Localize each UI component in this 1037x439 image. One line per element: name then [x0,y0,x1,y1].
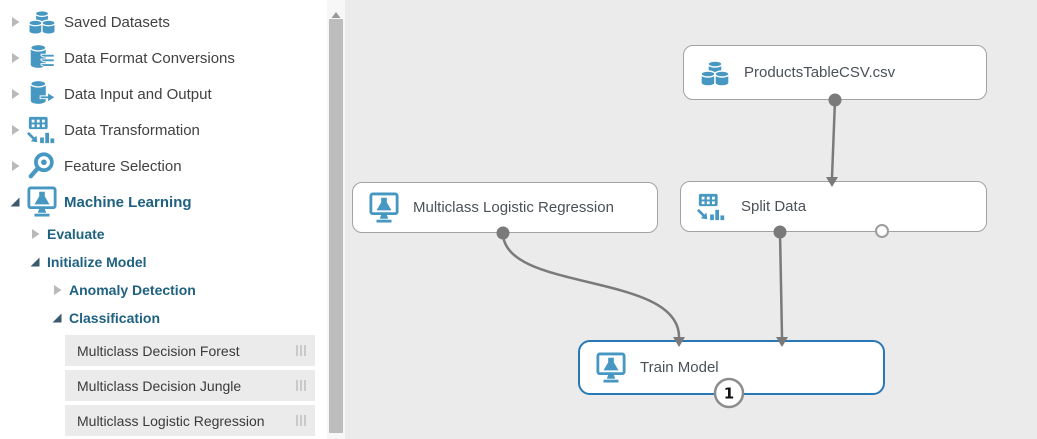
node-label: ProductsTableCSV.csv [744,64,896,81]
sidebar-item-saved-datasets[interactable]: Saved Datasets [0,4,327,40]
sidebar-item-label: Data Format Conversions [64,49,235,67]
output-port-mlr[interactable] [496,226,510,240]
chevron-expanded-icon [50,312,64,324]
data-format-conversions-icon [27,42,57,74]
chevron-right-icon [8,124,22,136]
grip-icon [294,380,306,391]
output-port-split-2[interactable] [875,224,889,238]
chevron-right-icon [50,284,64,296]
module-palette-sidebar: Saved Datasets Data Format Conversions [0,0,327,439]
output-port-dataset[interactable] [828,93,842,107]
sidebar-item-label: Data Transformation [64,121,200,139]
sidebar-item-label: Saved Datasets [64,13,170,31]
saved-datasets-icon [699,56,731,90]
sidebar-item-machine-learning[interactable]: Machine Learning [0,184,327,220]
chevron-right-icon [8,88,22,100]
sidebar-item-label: Classification [69,310,161,326]
sidebar-item-label: Machine Learning [64,193,192,211]
sidebar-scrollbar[interactable] [327,0,345,439]
module-item-multiclass-logistic-regression[interactable]: Multiclass Logistic Regression [65,405,315,436]
sidebar-item-label: Feature Selection [64,157,182,175]
scroll-up-icon[interactable] [331,6,341,24]
saved-datasets-icon [27,6,57,38]
node-train-model[interactable]: Train Model [578,340,885,395]
sidebar-item-label: Anomaly Detection [69,282,196,298]
data-input-output-icon [27,78,57,110]
data-transformation-icon [27,114,57,146]
chevron-right-icon [28,228,42,240]
machine-learning-icon [27,186,57,218]
machine-learning-icon [368,191,400,225]
node-label: Train Model [640,359,719,376]
sidebar-item-label: Evaluate [47,226,105,242]
chevron-expanded-icon [8,196,22,208]
sidebar-item-data-transformation[interactable]: Data Transformation [0,112,327,148]
edge-dataset-to-split [830,99,837,178]
chevron-right-icon [8,160,22,172]
sidebar-item-anomaly-detection[interactable]: Anomaly Detection [0,276,327,304]
module-item-multiclass-decision-jungle[interactable]: Multiclass Decision Jungle [65,370,315,401]
edge-mlr-to-train [501,232,681,338]
node-products-table-csv[interactable]: ProductsTableCSV.csv [683,45,987,100]
data-transformation-icon [696,190,728,224]
output-port-split-1[interactable] [773,225,787,239]
edge-split-to-train [778,231,784,338]
sidebar-item-evaluate[interactable]: Evaluate [0,220,327,248]
chevron-right-icon [8,16,22,28]
node-multiclass-logistic-regression[interactable]: Multiclass Logistic Regression [352,182,658,233]
module-item-multiclass-decision-forest[interactable]: Multiclass Decision Forest [65,335,315,366]
grip-icon [294,345,306,356]
experiment-canvas[interactable]: ProductsTableCSV.csv Multiclass Logistic… [345,0,1037,439]
sidebar-item-label: Initialize Model [47,254,147,270]
sidebar-item-initialize-model[interactable]: Initialize Model [0,248,327,276]
sidebar-item-data-format-conversions[interactable]: Data Format Conversions [0,40,327,76]
sidebar-item-label: Data Input and Output [64,85,212,103]
machine-learning-icon [595,351,627,385]
chevron-right-icon [8,52,22,64]
node-split-data[interactable]: Split Data [680,181,987,232]
node-label: Multiclass Logistic Regression [413,199,614,216]
node-label: Split Data [741,198,807,215]
feature-selection-icon [27,150,57,182]
sidebar-item-classification[interactable]: Classification [0,304,327,332]
chevron-expanded-icon [28,256,42,268]
sidebar-item-data-input-and-output[interactable]: Data Input and Output [0,76,327,112]
grip-icon [294,415,306,426]
sidebar-item-feature-selection[interactable]: Feature Selection [0,148,327,184]
scrollbar-thumb[interactable] [329,19,343,433]
